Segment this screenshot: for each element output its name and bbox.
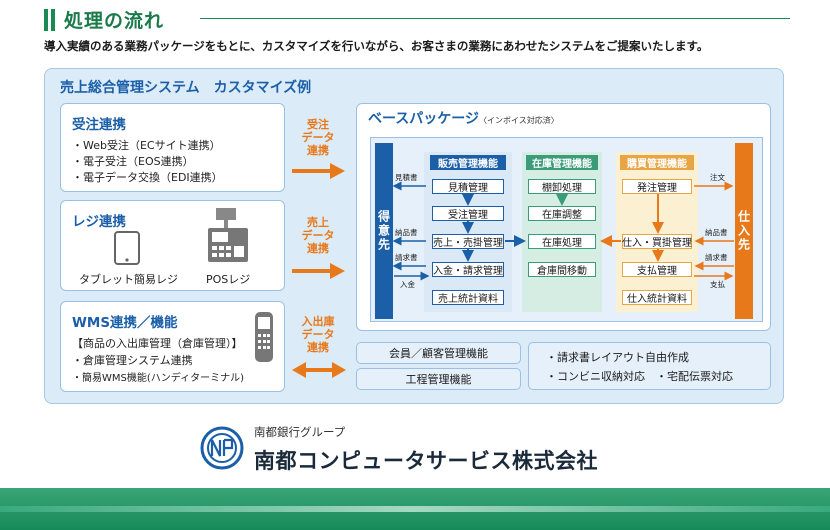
stock-cell: 倉庫間移動 bbox=[528, 262, 596, 277]
header-accent-bar bbox=[51, 9, 55, 31]
base-package-title: ベースパッケージ〈インボイス対応済〉 bbox=[368, 111, 559, 127]
order-arrow-label: 受注データ連携 bbox=[301, 118, 335, 157]
company-name: 南都コンピュータサービス株式会社 bbox=[254, 449, 598, 473]
sales-arrow-label: 売上データ連携 bbox=[301, 216, 335, 255]
tablet-icon bbox=[114, 231, 140, 265]
option-item: ・請求書レイアウト自由作成 bbox=[546, 351, 689, 364]
pos-label: POSレジ bbox=[206, 273, 251, 286]
stock-bidirectional-arrow bbox=[292, 362, 346, 378]
label-delivery-in: 納品書 bbox=[705, 228, 728, 237]
stock-head: 在庫管理機能 bbox=[526, 155, 598, 170]
customer-bar: 得意先 bbox=[375, 143, 393, 319]
order-item: ・電子データ交換（EDI連携） bbox=[72, 171, 223, 184]
order-item: ・電子受注（EOS連携） bbox=[72, 155, 194, 168]
stock-cell: 棚卸処理 bbox=[528, 179, 596, 194]
wms-item: 【商品の入出庫管理（倉庫管理）】 bbox=[72, 337, 243, 350]
label-payment-in: 入金 bbox=[400, 280, 415, 289]
wms-box-title: WMS連携／機能 bbox=[72, 315, 178, 331]
process-function-box: 工程管理機能 bbox=[356, 368, 521, 390]
label-estimate: 見積書 bbox=[395, 173, 418, 182]
wms-box bbox=[60, 301, 285, 392]
sales-cell: 受注管理 bbox=[432, 206, 504, 221]
footer-stripe bbox=[0, 506, 830, 512]
flow-arrows bbox=[392, 181, 734, 281]
page-title: 処理の流れ bbox=[64, 10, 165, 32]
sales-cell: 見積管理 bbox=[432, 179, 504, 194]
label-order: 注文 bbox=[710, 173, 725, 182]
handy-terminal-icon bbox=[255, 312, 273, 362]
order-integration-box bbox=[60, 103, 285, 192]
stock-cell: 在庫処理 bbox=[528, 234, 596, 249]
option-item: ・コンビニ収納対応 ・宅配伝票対応 bbox=[546, 370, 733, 383]
header-accent-bar bbox=[44, 9, 48, 31]
panel-title: 売上総合管理システム カスタマイズ例 bbox=[60, 80, 312, 96]
label-invoice-in: 請求書 bbox=[705, 253, 728, 262]
purchase-cell: 仕入統計資料 bbox=[622, 290, 692, 305]
member-function-box: 会員／顧客管理機能 bbox=[356, 342, 521, 364]
intro-text: 導入実績のある業務パッケージをもとに、カスタマイズを行いながら、お客さまの業務に… bbox=[44, 39, 709, 53]
group-name: 南都銀行グループ bbox=[254, 425, 346, 439]
purchase-cell: 発注管理 bbox=[622, 179, 692, 194]
sales-head: 販売管理機能 bbox=[430, 155, 506, 170]
options-box bbox=[528, 342, 771, 390]
sales-arrow bbox=[292, 263, 345, 279]
label-delivery: 納品書 bbox=[395, 228, 418, 237]
stock-cell: 在庫調整 bbox=[528, 206, 596, 221]
purchase-cell: 支払管理 bbox=[622, 262, 692, 277]
order-box-title: 受注連携 bbox=[72, 117, 126, 133]
purchase-head: 購買管理機能 bbox=[620, 155, 694, 170]
order-item: ・Web受注（ECサイト連携） bbox=[72, 139, 221, 152]
supplier-bar: 仕入先 bbox=[735, 143, 753, 319]
label-payment-out: 支払 bbox=[710, 280, 725, 289]
sales-cell: 売上・売掛管理 bbox=[432, 234, 504, 249]
pos-register-icon bbox=[208, 208, 248, 262]
stock-arrow-label: 入出庫データ連携 bbox=[301, 315, 335, 354]
tablet-label: タブレット簡易レジ bbox=[79, 273, 178, 286]
sales-cell: 売上統計資料 bbox=[432, 290, 504, 305]
wms-item: ・倉庫管理システム連携 bbox=[72, 354, 193, 367]
stock-column bbox=[522, 152, 602, 312]
purchase-cell: 仕入・買掛管理 bbox=[622, 234, 692, 249]
label-invoice: 請求書 bbox=[395, 253, 418, 262]
sales-cell: 入金・請求管理 bbox=[432, 262, 504, 277]
order-arrow bbox=[292, 163, 345, 179]
header-rule bbox=[200, 18, 790, 19]
wms-item: ・簡易WMS機能(ハンディターミナル) bbox=[72, 373, 244, 384]
company-logo bbox=[200, 426, 244, 470]
register-box-title: レジ連携 bbox=[72, 214, 126, 230]
